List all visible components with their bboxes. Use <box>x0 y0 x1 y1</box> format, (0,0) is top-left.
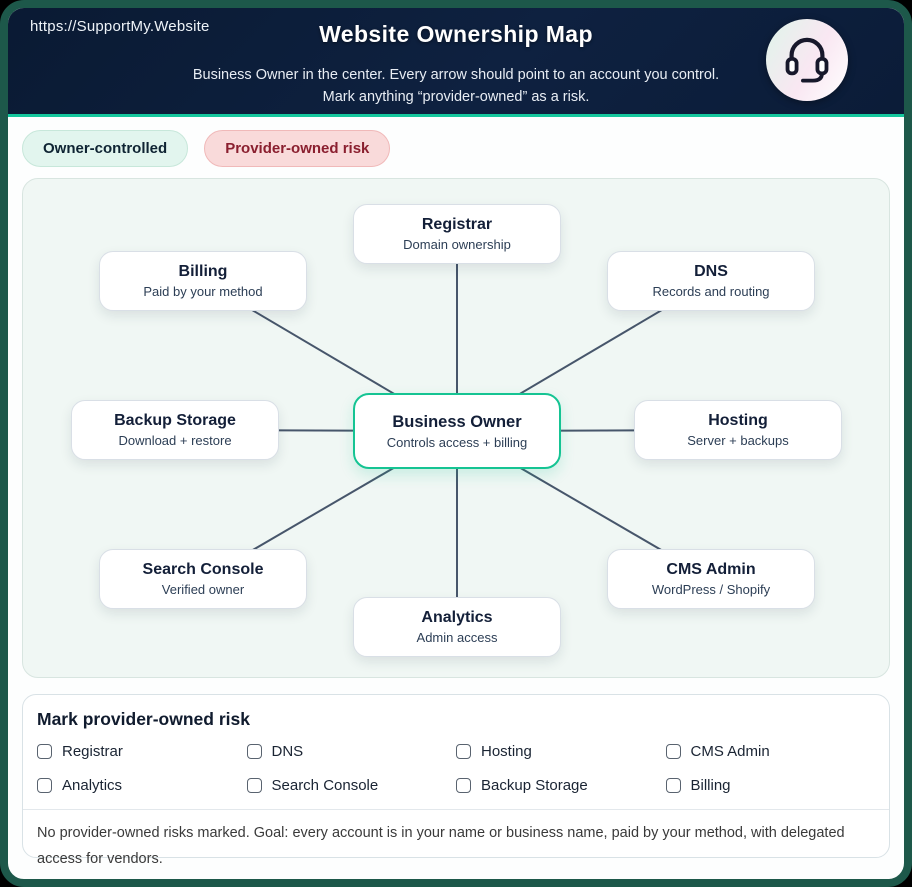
risk-label: Backup Storage <box>481 777 588 794</box>
subtitle-line-1: Business Owner in the center. Every arro… <box>192 67 720 83</box>
support-badge <box>766 19 848 101</box>
risk-check-dns[interactable]: DNS <box>246 743 457 760</box>
risk-label: Analytics <box>62 777 123 794</box>
node-dns[interactable]: DNS Records and routing <box>607 251 815 311</box>
node-title: Business Owner <box>392 412 522 431</box>
node-title: Search Console <box>142 561 264 578</box>
node-subtitle: Admin access <box>416 630 498 645</box>
risk-label: Billing <box>690 777 731 794</box>
node-business-owner[interactable]: Business Owner Controls access + billing <box>353 393 561 469</box>
legend-owner-controlled: Owner-controlled <box>22 130 189 167</box>
node-cms-admin[interactable]: CMS Admin WordPress / Shopify <box>607 549 815 609</box>
risk-panel-heading: Mark provider-owned risk <box>37 709 250 729</box>
risk-check-backup-storage[interactable]: Backup Storage <box>456 777 666 794</box>
risk-checkbox-search-console[interactable] <box>246 778 262 793</box>
node-title: DNS <box>694 263 728 280</box>
risk-label: Search Console <box>271 777 379 794</box>
node-subtitle: Download + restore <box>118 433 232 448</box>
risk-checkbox-billing[interactable] <box>665 778 681 793</box>
node-subtitle: Domain ownership <box>403 237 511 252</box>
headset-icon <box>778 29 836 92</box>
risk-label: Hosting <box>481 743 532 760</box>
risk-panel: Mark provider-owned risk Registrar DNS H… <box>22 694 890 867</box>
page-title: Website Ownership Map <box>319 21 593 47</box>
header: https://SupportMy.Website Website Owners… <box>8 8 904 117</box>
risk-check-search-console[interactable]: Search Console <box>246 777 457 794</box>
risk-checkbox-backup-storage[interactable] <box>456 778 471 793</box>
subtitle-line-2: Mark anything “provider-owned” as a risk… <box>322 89 590 105</box>
risk-checkbox-dns[interactable] <box>246 744 262 759</box>
node-billing[interactable]: Billing Paid by your method <box>99 251 307 311</box>
node-title: Backup Storage <box>114 412 236 429</box>
legend: Owner-controlled Provider-owned risk <box>22 130 391 167</box>
site-url[interactable]: https://SupportMy.Website <box>30 18 210 35</box>
node-title: Analytics <box>421 609 493 626</box>
node-title: Hosting <box>708 412 768 429</box>
node-registrar[interactable]: Registrar Domain ownership <box>353 204 561 264</box>
node-title: Registrar <box>421 216 493 233</box>
risk-checkbox-hosting[interactable] <box>456 744 471 759</box>
node-subtitle: Controls access + billing <box>386 434 528 450</box>
risk-check-analytics[interactable]: Analytics <box>37 777 247 794</box>
risk-status-text: No provider-owned risks marked. Goal: ev… <box>23 809 889 872</box>
node-subtitle: Verified owner <box>161 582 245 597</box>
risk-label: CMS Admin <box>690 743 770 760</box>
node-title: CMS Admin <box>666 561 756 578</box>
node-analytics[interactable]: Analytics Admin access <box>353 597 561 657</box>
risk-label: Registrar <box>62 743 123 760</box>
node-subtitle: WordPress / Shopify <box>651 582 771 597</box>
risk-checkbox-grid: Registrar DNS Hosting CMS Admin Analytic… <box>23 743 889 794</box>
risk-checkbox-cms-admin[interactable] <box>665 744 681 759</box>
legend-provider-owned-risk: Provider-owned risk <box>204 130 391 167</box>
node-subtitle: Records and routing <box>652 284 770 299</box>
node-backup-storage[interactable]: Backup Storage Download + restore <box>71 400 279 460</box>
page-subtitle: Business Owner in the center. Every arro… <box>8 64 904 108</box>
risk-check-hosting[interactable]: Hosting <box>456 743 666 760</box>
node-subtitle: Paid by your method <box>143 284 263 299</box>
node-search-console[interactable]: Search Console Verified owner <box>99 549 307 609</box>
risk-check-billing[interactable]: Billing <box>665 777 876 794</box>
risk-check-cms-admin[interactable]: CMS Admin <box>665 743 876 760</box>
risk-checkbox-registrar[interactable] <box>37 744 52 759</box>
ownership-map: Registrar Domain ownership Billing Paid … <box>22 178 890 678</box>
node-title: Billing <box>178 263 228 280</box>
risk-check-registrar[interactable]: Registrar <box>37 743 247 760</box>
risk-label: DNS <box>271 743 304 760</box>
node-hosting[interactable]: Hosting Server + backups <box>634 400 842 460</box>
node-subtitle: Server + backups <box>687 433 789 448</box>
risk-checkbox-analytics[interactable] <box>37 778 52 793</box>
